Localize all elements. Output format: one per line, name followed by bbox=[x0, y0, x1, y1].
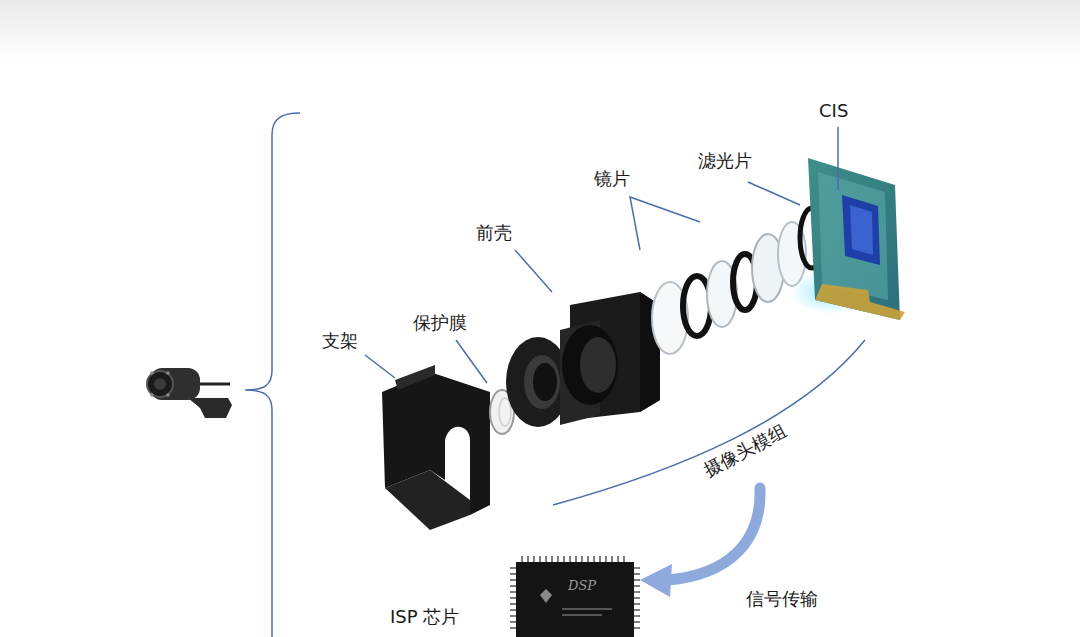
part-label: 支架 bbox=[322, 330, 358, 352]
signal-label: 信号传输 bbox=[746, 588, 818, 610]
part-label: 滤光片 bbox=[698, 150, 752, 172]
chip-label: ISP 芯片 bbox=[390, 606, 459, 628]
part-label: CIS bbox=[819, 100, 848, 122]
chip-marking: DSP bbox=[568, 578, 596, 594]
part-label: 前壳 bbox=[476, 222, 512, 244]
part-label: 镜片 bbox=[594, 168, 630, 190]
part-label: 保护膜 bbox=[413, 312, 467, 334]
group-label: 摄像头模组 bbox=[700, 420, 790, 481]
